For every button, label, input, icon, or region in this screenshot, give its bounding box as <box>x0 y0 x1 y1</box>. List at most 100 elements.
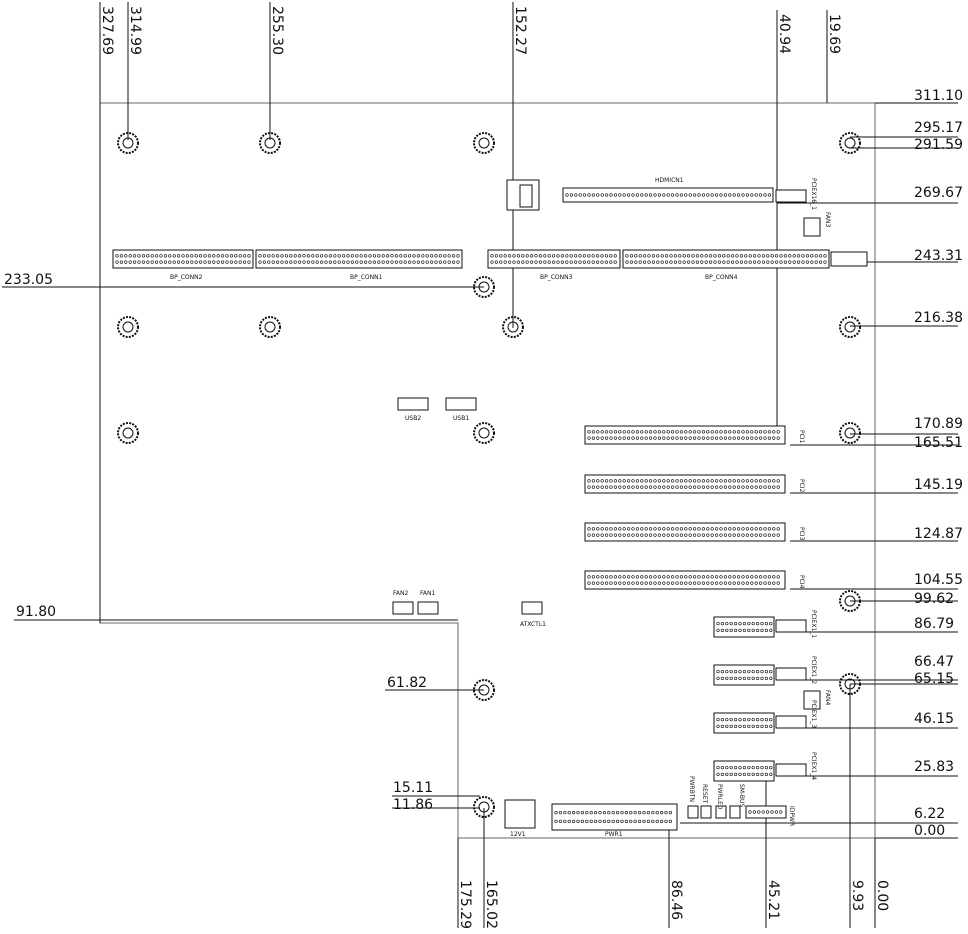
pciex1-3-label: PCIEX1_3 <box>810 700 817 728</box>
bp-conn1: BP_CONN1 <box>255 249 463 281</box>
right-dim-19: 0.00 <box>914 823 945 839</box>
top-dim-1: 327.69 <box>99 6 115 55</box>
mounting-hole <box>473 132 495 154</box>
bp-conn4: BP_CONN4 <box>622 249 830 281</box>
right-dim-8: 165.51 <box>914 435 963 451</box>
mounting-hole <box>473 679 495 701</box>
pci4-slot: PCI4 <box>584 570 805 590</box>
mounting-hole <box>473 276 495 298</box>
fan2-header: FAN2 <box>392 590 414 615</box>
pci2-slot: PCI2 <box>584 474 805 494</box>
mounting-hole <box>839 422 861 444</box>
atxctl1-header: ATXCTL1 <box>520 601 546 628</box>
top-dim-3: 255.30 <box>269 6 285 55</box>
hdmi-connector: HDMICN1 <box>506 177 774 211</box>
mounting-hole <box>839 673 861 695</box>
mounting-hole <box>473 796 495 818</box>
left-dim-2: 91.80 <box>16 604 56 620</box>
usb2-label: USB2 <box>405 415 421 422</box>
fan4-label: FAN4 <box>824 690 831 705</box>
usb1-label: USB1 <box>453 415 469 422</box>
idpwr-label: IDPWR <box>788 806 795 826</box>
pciex16-label: PCIEX16_1 <box>810 178 817 210</box>
right-dim-15: 65.15 <box>914 671 954 687</box>
left-dim-3: 61.82 <box>387 675 427 691</box>
right-dim-18: 6.22 <box>914 806 945 822</box>
fan4-header: FAN4 <box>803 690 831 710</box>
pci1-slot: PCI1 <box>584 425 805 445</box>
bp-conn2-label: BP_CONN2 <box>170 274 203 281</box>
pciex1-1-label: PCIEX1_1 <box>810 610 817 638</box>
top-dim-6: 19.69 <box>826 14 842 54</box>
pciex1-2-label: PCIEX1_2 <box>810 656 817 684</box>
left-dim-1: 233.05 <box>4 272 53 288</box>
bottom-dim-1: 175.29 <box>457 880 473 929</box>
mounting-hole <box>117 316 139 338</box>
pciex1-4-label: PCIEX1_4 <box>810 752 817 780</box>
usb1-header: USB1 <box>445 397 477 422</box>
hdmi-label: HDMICN1 <box>655 177 684 184</box>
mounting-hole <box>839 132 861 154</box>
left-dim-5: 11.86 <box>393 797 433 813</box>
right-dim-9: 145.19 <box>914 477 963 493</box>
top-dim-2: 314.99 <box>127 6 143 55</box>
pwr1-label: PWR1 <box>605 831 623 838</box>
pwrbtn-label: PWRBTN <box>688 776 695 802</box>
bottom-dim-6: 0.00 <box>874 880 890 911</box>
smbus-label: SM-BUS <box>738 784 745 807</box>
reset-label: RESET <box>701 784 708 804</box>
right-dim-1: 311.10 <box>914 88 963 104</box>
bottom-dim-2: 165.02 <box>483 880 499 929</box>
pci1-label: PCI1 <box>798 430 805 444</box>
right-dim-12: 99.62 <box>914 591 954 607</box>
12v1-connector: 12V1 <box>504 799 536 838</box>
top-dim-4: 152.27 <box>512 6 528 55</box>
pci4-label: PCI4 <box>798 575 805 589</box>
bp-conn1-label: BP_CONN1 <box>350 274 383 281</box>
pci3-slot: PCI3 <box>584 522 805 542</box>
pciex1-4-slot: PCIEX1_4 <box>713 752 817 782</box>
mounting-hole <box>839 316 861 338</box>
fan1-label: FAN1 <box>420 590 435 597</box>
mounting-hole <box>502 316 524 338</box>
left-dim-4: 15.11 <box>393 780 433 796</box>
right-dim-17: 25.83 <box>914 759 954 775</box>
right-dim-7: 170.89 <box>914 416 963 432</box>
mounting-holes <box>117 132 861 818</box>
right-dim-16: 46.15 <box>914 711 954 727</box>
right-dim-6: 216.38 <box>914 310 963 326</box>
right-dim-10: 124.87 <box>914 526 963 542</box>
usb2-header: USB2 <box>397 397 429 422</box>
right-dim-13: 86.79 <box>914 616 954 632</box>
fan3-header: FAN3 <box>803 212 831 237</box>
atxctl1-label: ATXCTL1 <box>520 621 546 628</box>
mounting-hole <box>117 132 139 154</box>
pci3-label: PCI3 <box>798 527 805 541</box>
right-dim-4: 269.67 <box>914 185 963 201</box>
front-panel-headers: PWRBTN RESET PWRLED SM-BUS IDPWR <box>687 776 795 826</box>
pciex1-3-slot: PCIEX1_3 <box>713 700 817 734</box>
right-dim-2: 295.17 <box>914 120 963 136</box>
bp-conn4-label: BP_CONN4 <box>705 274 738 281</box>
mounting-hole <box>259 316 281 338</box>
pci2-label: PCI2 <box>798 479 805 493</box>
fan2-label: FAN2 <box>393 590 408 597</box>
fan1-header: FAN1 <box>417 590 439 615</box>
fan3-label: FAN3 <box>824 212 831 227</box>
pciex1-2-slot: PCIEX1_2 <box>713 656 817 686</box>
bottom-dim-5: 9.93 <box>849 880 865 911</box>
right-dim-14: 66.47 <box>914 654 954 670</box>
right-dim-5: 243.31 <box>914 248 963 264</box>
pciex16-connector: PCIEX16_1 <box>775 178 817 210</box>
right-latch <box>830 251 868 267</box>
bp-conn3: BP_CONN3 <box>487 249 621 281</box>
12v1-label: 12V1 <box>510 831 526 838</box>
pciex1-1-slot: PCIEX1_1 <box>713 610 817 638</box>
mounting-hole <box>259 132 281 154</box>
bottom-dim-3: 86.46 <box>668 880 684 920</box>
bp-conn3-label: BP_CONN3 <box>540 274 573 281</box>
mounting-hole <box>117 422 139 444</box>
right-dim-11: 104.55 <box>914 572 963 588</box>
top-dim-5: 40.94 <box>776 14 792 54</box>
